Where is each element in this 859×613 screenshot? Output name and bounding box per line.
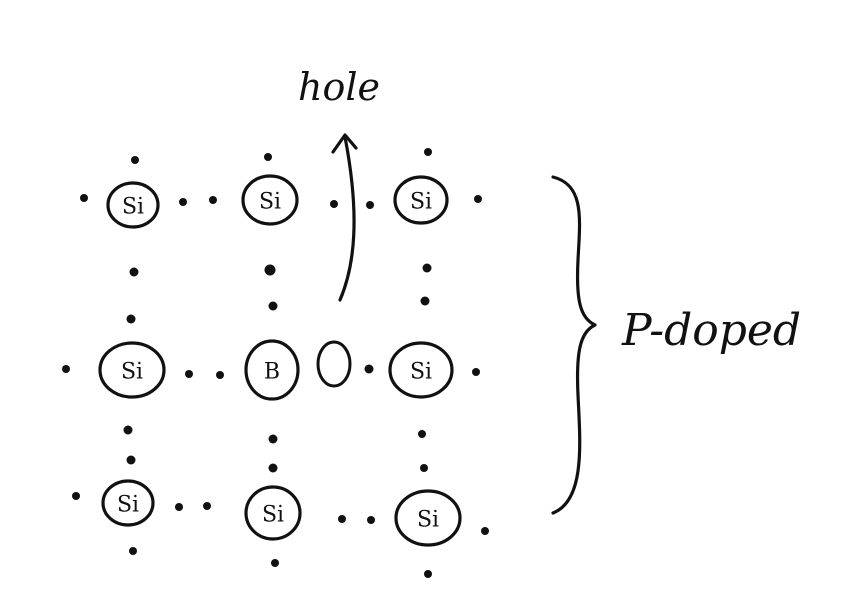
electron-dot <box>72 492 80 500</box>
electron-dot <box>366 201 374 209</box>
electron-dot <box>209 196 217 204</box>
electron-dot <box>175 503 183 511</box>
atom-si-7: Si <box>244 485 302 541</box>
hole-arrow <box>331 133 358 302</box>
electron-dot <box>367 516 375 524</box>
atom-si-2: Si <box>241 174 299 226</box>
electron-dot <box>422 263 432 273</box>
curly-brace <box>551 175 597 515</box>
atom-si-8: Si <box>394 489 462 547</box>
electron-dot <box>271 559 279 567</box>
atom-boron: B <box>244 339 300 401</box>
region-label: P-doped <box>621 305 801 356</box>
hole-label: hole <box>298 65 380 109</box>
electron-dot <box>131 156 139 164</box>
atom-label: Si <box>259 190 281 215</box>
electron-dots <box>62 148 489 578</box>
electron-dot <box>179 198 187 206</box>
electron-dot <box>424 570 432 578</box>
atom-label: B <box>264 360 280 385</box>
atom-si-4: Si <box>98 341 166 399</box>
electron-dot <box>481 527 489 535</box>
electron-dot <box>418 430 426 438</box>
electron-dot <box>264 153 272 161</box>
electron-dot <box>420 464 428 472</box>
atom-si-1: Si <box>106 181 160 229</box>
electron-dot <box>129 267 139 277</box>
atom-label: Si <box>122 195 144 220</box>
atom-label: Si <box>410 190 432 215</box>
electron-dot <box>472 368 480 376</box>
atom-label: Si <box>417 508 439 533</box>
electron-dot <box>203 502 211 510</box>
electron-dot <box>216 371 224 379</box>
electron-dot <box>129 547 137 555</box>
electron-dot <box>474 195 482 203</box>
atom-label: Si <box>117 493 139 518</box>
electron-dot <box>264 264 276 276</box>
electron-dot <box>268 463 278 473</box>
atom-label: Si <box>410 360 432 385</box>
electron-dot <box>123 425 133 435</box>
electron-dot <box>126 314 136 324</box>
electron-dot <box>185 370 193 378</box>
electron-dot <box>268 301 278 311</box>
atom-label: Si <box>121 360 143 385</box>
atom-label: Si <box>262 503 284 528</box>
electron-dot <box>424 148 432 156</box>
electron-dot <box>80 194 88 202</box>
electron-dot <box>126 455 136 465</box>
electron-dot <box>338 515 346 523</box>
hole-marker <box>316 340 352 388</box>
electron-dot <box>420 296 430 306</box>
atom-si-3: Si <box>393 175 449 225</box>
electron-dot <box>330 200 338 208</box>
electron-dot <box>268 434 278 444</box>
atom-si-5: Si <box>388 341 454 399</box>
electron-dot <box>62 365 70 373</box>
atom-si-6: Si <box>101 479 155 527</box>
electron-dot <box>364 364 374 374</box>
